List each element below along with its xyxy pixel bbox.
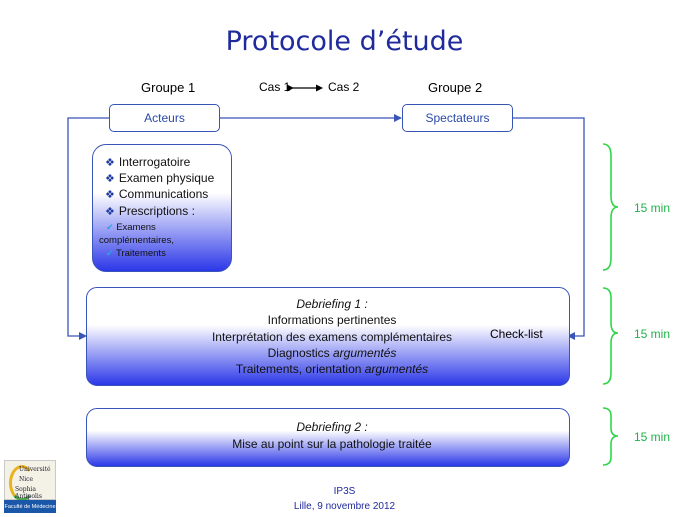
list-item: ❖Communications (105, 187, 209, 201)
list-item: ❖Interrogatoire (105, 155, 191, 169)
time-label-3: 15 min (634, 430, 671, 444)
actions-box: ❖Interrogatoire ❖Examen physique ❖Commun… (92, 144, 232, 272)
diamond-bullet-icon: ❖ (105, 157, 115, 169)
sub-item-traitements: ✔ Traitements (106, 248, 166, 259)
sub-item-examens: ✔ Examens (106, 222, 156, 233)
debriefing2-line1: Mise au point sur la pathologie traitée (232, 437, 432, 451)
checklist-label: Check-list (490, 327, 543, 341)
debriefing1-line3: Diagnostics argumentés (267, 346, 397, 360)
left-path (67, 117, 109, 340)
debriefing1-box: Debriefing 1 : Informations pertinentes … (86, 287, 570, 386)
sub-item-examens-cont: complémentaires, (99, 235, 174, 246)
role-spectateurs: Spectateurs (402, 104, 513, 132)
logo-faculty: Faculté de Médecine (4, 500, 56, 513)
time-brace-1 (602, 143, 619, 271)
cas1-label: Cas 1 (259, 80, 291, 94)
debriefing1-line1: Informations pertinentes (267, 313, 397, 327)
debriefing1-line2: Interprétation des examens complémentair… (211, 330, 453, 344)
time-label-1: 15 min (634, 201, 671, 215)
list-item: ❖Prescriptions : (105, 204, 195, 218)
role-acteurs: Acteurs (109, 104, 220, 132)
logo-swoosh-icon (9, 465, 35, 501)
university-logo: Université Nice Sophia Antipolis Faculté… (4, 460, 56, 514)
list-item: ❖Examen physique (105, 171, 215, 185)
logo-emblem: Université Nice Sophia Antipolis (4, 460, 56, 501)
right-path (512, 117, 585, 340)
check-icon: ✔ (106, 222, 114, 232)
footer-date: Lille, 9 novembre 2012 (293, 501, 396, 512)
logo-text-3: Sophia Antipolis (15, 486, 42, 500)
time-label-2: 15 min (634, 327, 671, 341)
group1-label: Groupe 1 (141, 80, 196, 95)
time-brace-2 (602, 287, 619, 385)
diamond-bullet-icon: ❖ (105, 173, 115, 185)
debriefing1-title: Debriefing 1 : (296, 297, 368, 311)
group2-label: Groupe 2 (428, 80, 483, 95)
debriefing2-box: Debriefing 2 : Mise au point sur la path… (86, 408, 570, 467)
debriefing2-title: Debriefing 2 : (296, 420, 368, 434)
logo-text-2: Nice (19, 476, 34, 483)
logo-text-1: Université (19, 466, 51, 473)
cas2-label: Cas 2 (328, 80, 360, 94)
slide-title: Protocole d’étude (225, 26, 464, 57)
check-icon: ✔ (106, 248, 114, 258)
diamond-bullet-icon: ❖ (105, 206, 115, 218)
time-brace-3 (602, 407, 619, 466)
diamond-bullet-icon: ❖ (105, 189, 115, 201)
footer-org: IP3S (333, 486, 356, 497)
debriefing1-line4: Traitements, orientation argumentés (235, 362, 429, 376)
